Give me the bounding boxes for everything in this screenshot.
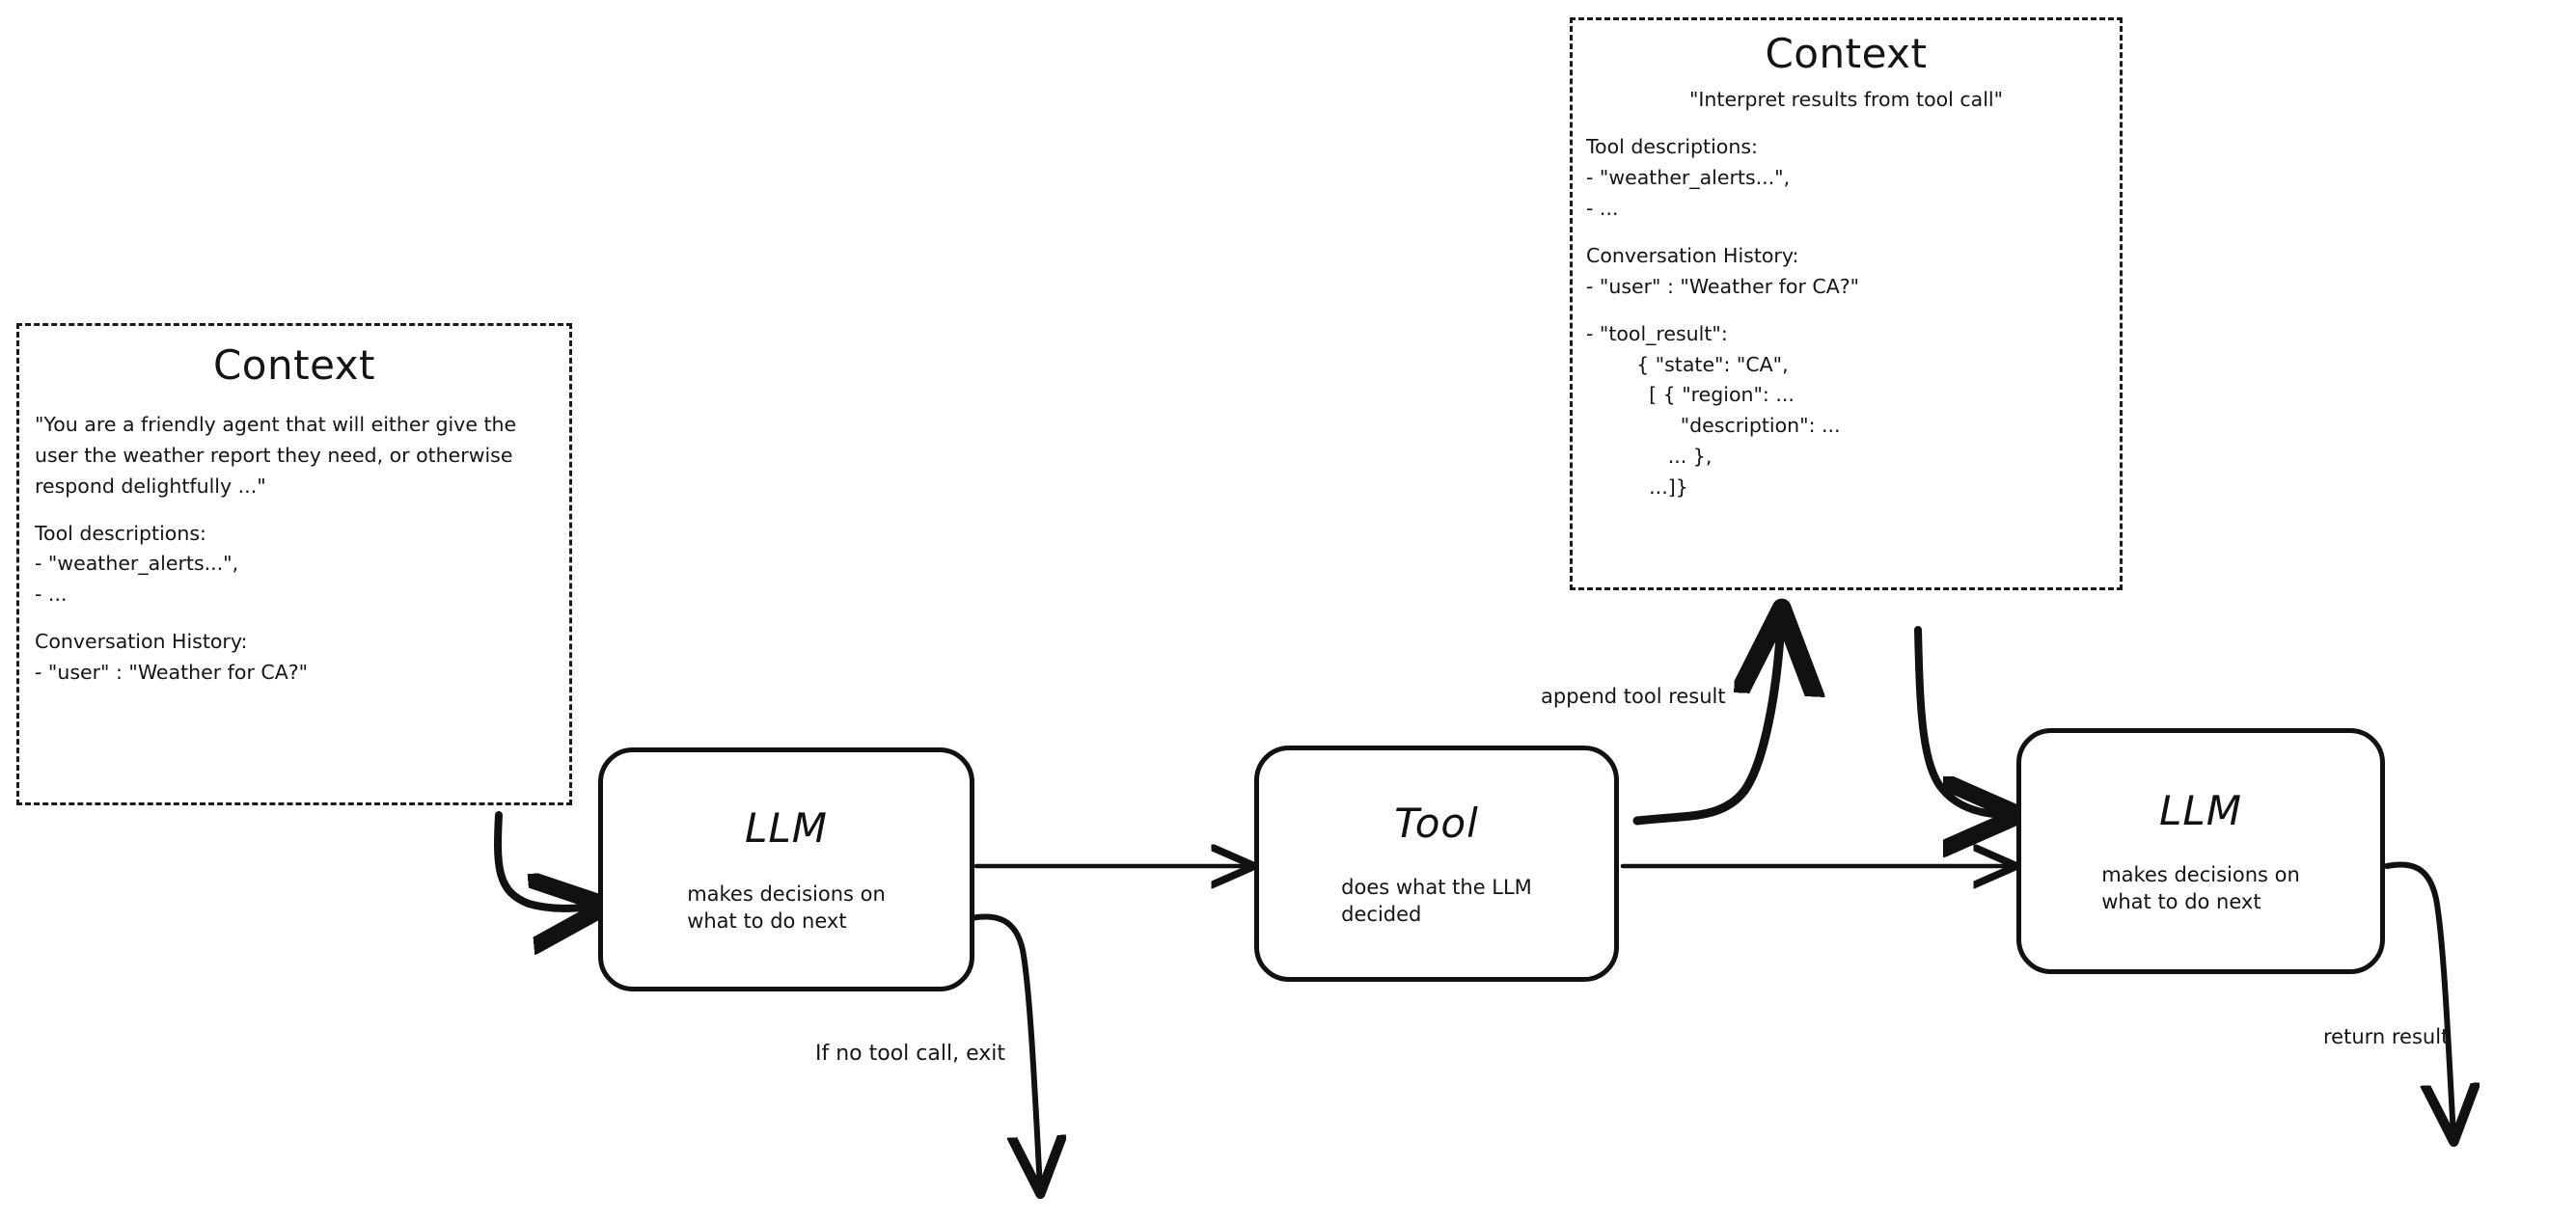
- context-right-title: Context: [1765, 30, 1928, 77]
- context-right-body: "Interpret results from tool call" Tool …: [1586, 85, 2106, 502]
- node-tool[interactable]: Tool does what the LLM decided: [1254, 746, 1619, 982]
- context-left-conversation-item-0: - "user" : "Weather for CA?": [35, 661, 309, 685]
- edge-label-append-tool-result: append tool result: [1541, 685, 1726, 708]
- context-right-tool-result-line-3: ... },: [1586, 444, 1713, 468]
- spacer: [35, 502, 554, 518]
- edge-label-exit: If no tool call, exit: [815, 1042, 1005, 1066]
- spacer: [1586, 302, 2106, 318]
- node-llm-2-subtitle: makes decisions on what to do next: [2101, 862, 2300, 913]
- edge-return-result: [2384, 861, 2453, 1136]
- context-left-body: "You are a friendly agent that will eith…: [35, 410, 554, 689]
- context-box-left: Context "You are a friendly agent that w…: [16, 323, 572, 805]
- node-llm-1-subtitle: makes decisions on what to do next: [687, 882, 886, 933]
- context-left-conversation-header: Conversation History:: [35, 630, 248, 654]
- context-box-right: Context "Interpret results from tool cal…: [1570, 17, 2123, 590]
- context-left-title: Context: [212, 341, 376, 389]
- context-right-tool-item-1: - ...: [1586, 196, 1619, 220]
- node-llm-2-title: LLM: [2158, 786, 2243, 834]
- edge-context-to-llm1: [494, 811, 596, 909]
- edge-label-return-result: return result: [2323, 1025, 2450, 1048]
- spacer: [1586, 116, 2106, 132]
- context-right-tool-item-0: - "weather_alerts...",: [1586, 165, 1791, 189]
- node-tool-title: Tool: [1394, 799, 1479, 847]
- context-left-system-prompt: "You are a friendly agent that will eith…: [35, 413, 523, 498]
- context-right-tool-header: Tool descriptions:: [1586, 135, 1758, 159]
- context-right-tool-result-line-2: "description": ...: [1586, 414, 1841, 438]
- edge-append-tool-result: [1632, 621, 1781, 826]
- edge-context-to-llm2: [1914, 626, 2009, 815]
- node-llm-1[interactable]: LLM makes decisions on what to do next: [598, 747, 974, 991]
- context-right-tool-result-line-1: [ { "region": ...: [1586, 383, 1795, 407]
- context-right-system-prompt: "Interpret results from tool call": [1688, 88, 2004, 111]
- context-right-conversation-header: Conversation History:: [1586, 243, 1799, 267]
- node-llm-2[interactable]: LLM makes decisions on what to do next: [2016, 728, 2385, 974]
- spacer: [1586, 224, 2106, 240]
- spacer: [35, 610, 554, 627]
- node-llm-1-title: LLM: [744, 803, 829, 852]
- context-left-tool-item-0: - "weather_alerts...",: [35, 552, 239, 576]
- node-tool-subtitle: does what the LLM decided: [1341, 875, 1532, 926]
- context-right-tool-result-line-0: { "state": "CA",: [1586, 352, 1789, 376]
- context-left-tool-item-1: - ...: [35, 583, 68, 607]
- context-right-tool-result-line-4: ...]}: [1586, 475, 1688, 499]
- context-left-tool-header: Tool descriptions:: [35, 521, 206, 545]
- context-right-tool-result-header: - "tool_result":: [1586, 321, 1728, 345]
- context-right-conversation-item-0: - "user" : "Weather for CA?": [1586, 274, 1860, 298]
